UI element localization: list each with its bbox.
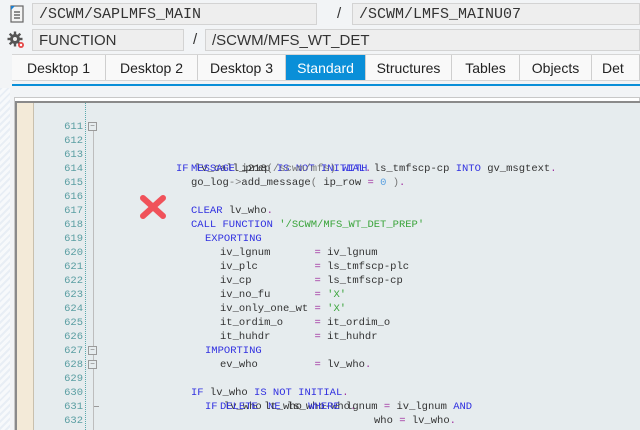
code-line: 624 it_ordim_o = it_ordim_o — [17, 288, 640, 329]
code-editor[interactable]: 611 612 − IF lv_call_prep IS NOT INITIAL… — [15, 101, 640, 430]
code-line: 632 ENDIF. — [17, 400, 640, 427]
separator: / — [337, 5, 342, 22]
collapse-icon[interactable]: − — [88, 122, 97, 131]
left-splitter[interactable] — [0, 88, 10, 430]
tab-structures[interactable]: Structures — [366, 55, 452, 80]
code-line: 626 IMPORTING — [17, 316, 640, 357]
code-line: 618 EXPORTING — [17, 204, 640, 245]
object-type-field[interactable]: FUNCTION — [32, 29, 184, 51]
breakpoint-gutter[interactable] — [17, 103, 34, 430]
code-line: 621 iv_cp = ls_tmfscp-cp — [17, 246, 640, 287]
line-number: 612 — [64, 135, 83, 147]
object-name-field[interactable]: /SCWM/MFS_WT_DET — [205, 29, 640, 51]
code-line: 619 iv_lgnum = iv_lgnum — [17, 218, 640, 259]
line-number: 616 — [64, 191, 83, 203]
line-number: 621 — [64, 261, 83, 273]
tab-strip: Desktop 1 Desktop 2 Desktop 3 Standard S… — [12, 54, 640, 81]
line-number: 611 — [64, 121, 83, 133]
code-line: 629 − IF lv_who NE ls_who-who. — [17, 358, 640, 413]
code-line: 628 − IF lv_who IS NOT INITIAL. — [17, 344, 640, 399]
line-number: 630 — [64, 387, 83, 399]
line-number: 614 — [64, 163, 83, 175]
code-line: 620 iv_plc = ls_tmfscp-plc — [17, 232, 640, 273]
tab-underline — [12, 84, 640, 86]
fold-column — [87, 103, 101, 430]
line-number: 615 — [64, 177, 83, 189]
line-number: 627 — [64, 345, 83, 357]
line-number: 631 — [64, 401, 83, 413]
tab-desktop-1[interactable]: Desktop 1 — [12, 55, 106, 80]
code-line: 615 — [17, 162, 640, 189]
line-number: 625 — [64, 317, 83, 329]
code-line: 614 go_log->add_message( ip_row = 0 ). — [17, 148, 640, 189]
tab-details[interactable]: Det — [592, 55, 640, 80]
code-line: 631 who = lv_who. — [17, 386, 640, 427]
tab-desktop-3[interactable]: Desktop 3 — [198, 55, 286, 80]
code-line: 622 iv_no_fu = 'X' — [17, 260, 640, 301]
line-number: 623 — [64, 289, 83, 301]
line-number: 629 — [64, 373, 83, 385]
line-number: 628 — [64, 359, 83, 371]
function-gear-icon — [7, 31, 24, 48]
line-number: 622 — [64, 275, 83, 287]
fold-end-marker — [94, 406, 99, 407]
code-line: 623 iv_only_one_wt = 'X' — [17, 274, 640, 315]
line-number: 632 — [64, 415, 83, 427]
line-number: 620 — [64, 247, 83, 259]
collapse-icon[interactable]: − — [88, 346, 97, 355]
code-line: 617 CALL FUNCTION '/SCWM/MFS_WT_DET_PREP… — [17, 190, 640, 231]
line-number-column — [35, 103, 86, 430]
line-number: 624 — [64, 303, 83, 315]
line-number: 619 — [64, 233, 83, 245]
code-line: 616 CLEAR lv_who. — [17, 176, 640, 217]
separator: / — [193, 31, 198, 48]
line-number: 617 — [64, 205, 83, 217]
code-line: 612 − IF lv_call_prep IS NOT INITIAL. — [17, 120, 640, 175]
line-number: 613 — [64, 149, 83, 161]
code-line: 630 DELETE lt_who WHERE lgnum = iv_lgnum… — [17, 372, 640, 413]
code-line: 627 ev_who = lv_who. — [17, 330, 640, 371]
tab-objects[interactable]: Objects — [520, 55, 592, 80]
line-number: 618 — [64, 219, 83, 231]
red-x-icon — [140, 195, 166, 219]
tab-standard[interactable]: Standard — [286, 55, 366, 80]
include-name-field[interactable]: /SCWM/LMFS_MAINU07 — [352, 3, 640, 25]
code-line: 611 — [17, 106, 640, 133]
line-number: 626 — [64, 331, 83, 343]
code-line: 613 MESSAGE i218(/scwm/mfs) WITH ls_tmfs… — [17, 134, 640, 175]
collapse-icon[interactable]: − — [88, 360, 97, 369]
program-document-icon — [10, 5, 24, 23]
tab-desktop-2[interactable]: Desktop 2 — [106, 55, 198, 80]
program-name-field[interactable]: /SCWM/SAPLMFS_MAIN — [32, 3, 317, 25]
code-line: 625 it_huhdr = it_huhdr — [17, 302, 640, 343]
tab-tables[interactable]: Tables — [452, 55, 520, 80]
